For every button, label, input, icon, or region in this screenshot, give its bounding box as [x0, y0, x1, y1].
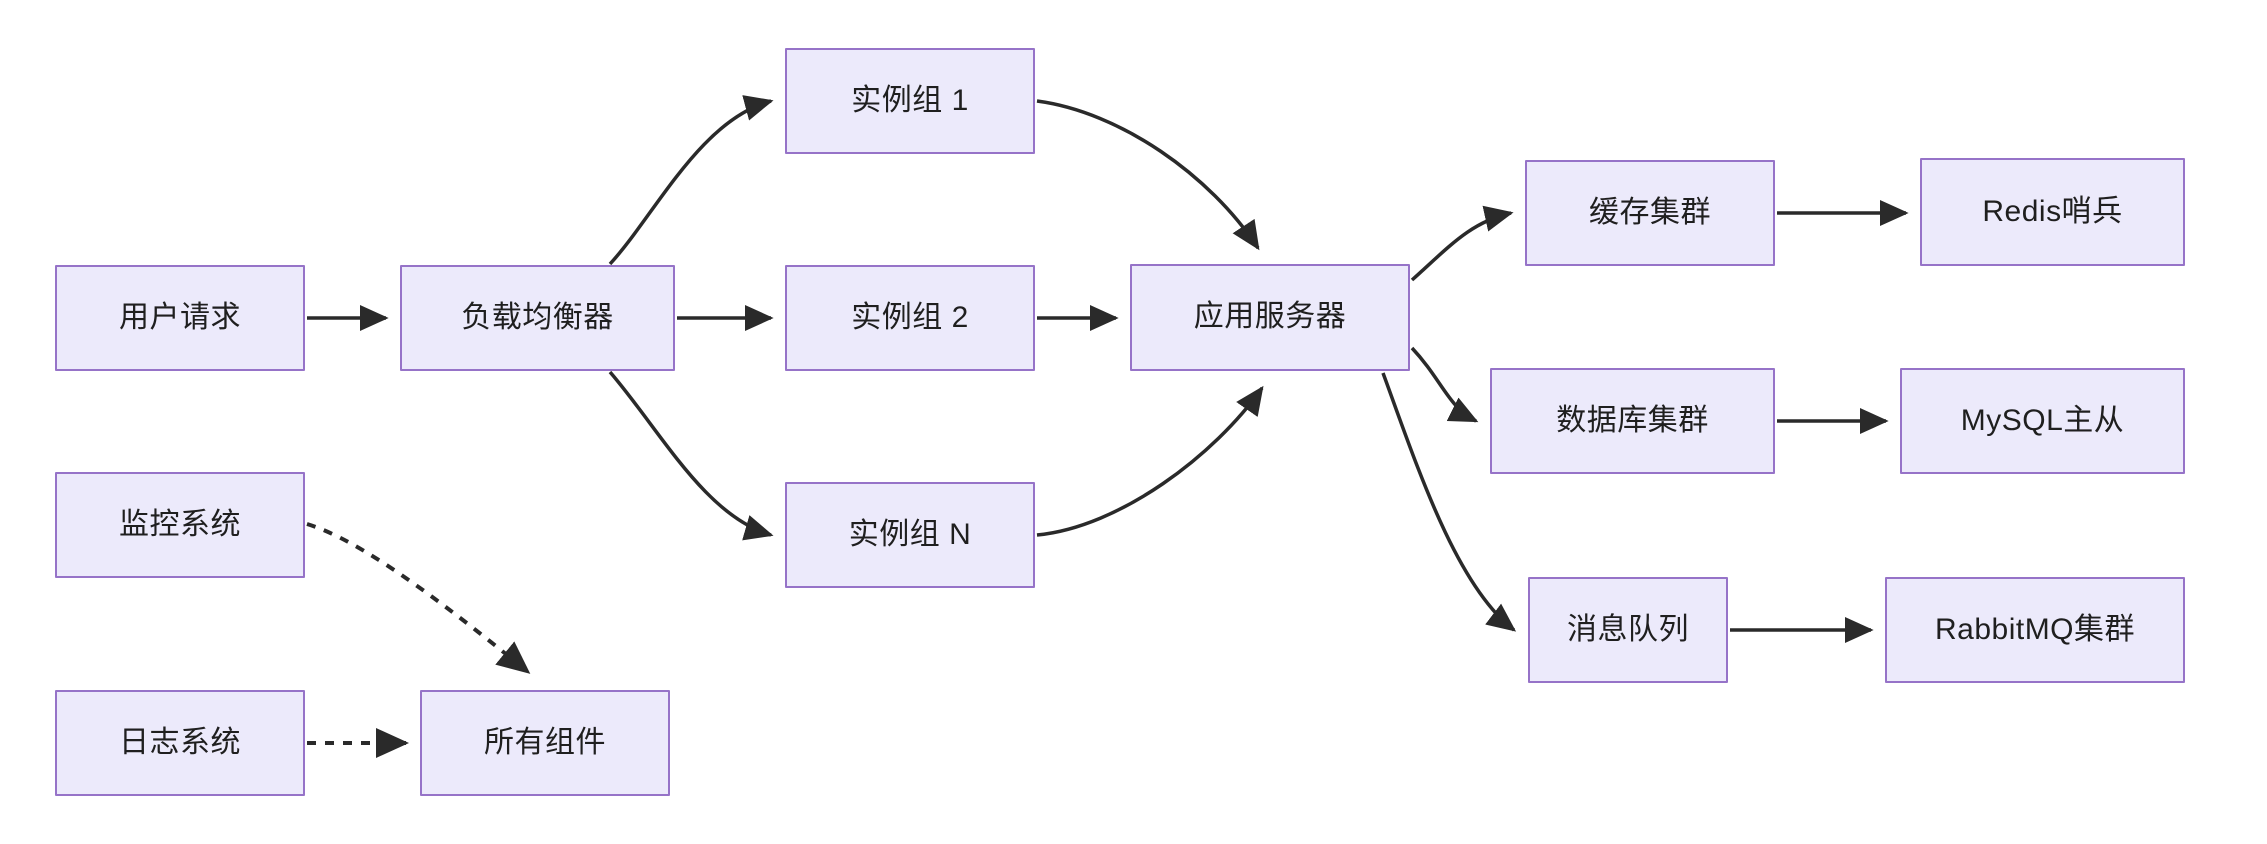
node-label-cache-cluster: 缓存集群: [1589, 195, 1711, 229]
node-cache-cluster[interactable]: 缓存集群: [1525, 160, 1775, 266]
node-redis-sentinel[interactable]: Redis哨兵: [1920, 158, 2185, 266]
node-label-instance-2: 实例组 2: [851, 300, 969, 334]
node-label-db-cluster: 数据库集群: [1556, 403, 1709, 437]
node-label-mysql-ms: MySQL主从: [1960, 403, 2125, 437]
node-load-balancer[interactable]: 负载均衡器: [400, 265, 675, 371]
node-all-components[interactable]: 所有组件: [420, 690, 670, 796]
node-label-app-server: 应用服务器: [1193, 300, 1347, 334]
node-logging[interactable]: 日志系统: [55, 690, 305, 796]
node-monitoring[interactable]: 监控系统: [55, 472, 305, 578]
node-label-redis-sentinel: Redis哨兵: [1982, 194, 2123, 228]
node-rabbitmq[interactable]: RabbitMQ集群: [1885, 577, 2185, 683]
node-user-request[interactable]: 用户请求: [55, 265, 305, 371]
node-db-cluster[interactable]: 数据库集群: [1490, 368, 1775, 474]
node-label-logging: 日志系统: [119, 725, 241, 759]
edge-load-balancer-to-instance-n: [608, 370, 774, 541]
edge-load-balancer-to-instance-1: [608, 95, 774, 266]
node-label-user-request: 用户请求: [119, 300, 241, 334]
node-mysql-ms[interactable]: MySQL主从: [1900, 368, 2185, 474]
node-label-load-balancer: 负载均衡器: [461, 300, 614, 334]
node-label-monitoring: 监控系统: [119, 507, 241, 541]
node-label-instance-n: 实例组 N: [848, 517, 972, 551]
edge-app-server-to-db-cluster: [1410, 346, 1479, 423]
edge-instance-1-to-app-server: [1036, 99, 1260, 251]
node-instance-1[interactable]: 实例组 1: [785, 48, 1035, 154]
node-instance-n[interactable]: 实例组 N: [785, 482, 1035, 588]
edge-instance-n-to-app-server: [1036, 385, 1264, 537]
node-label-all-components: 所有组件: [484, 725, 606, 759]
node-label-instance-1: 实例组 1: [851, 83, 969, 117]
node-instance-2[interactable]: 实例组 2: [785, 265, 1035, 371]
node-label-rabbitmq: RabbitMQ集群: [1934, 612, 2136, 646]
edge-app-server-to-cache-cluster: [1410, 205, 1514, 282]
node-label-message-queue: 消息队列: [1567, 612, 1689, 646]
node-app-server[interactable]: 应用服务器: [1130, 264, 1410, 371]
node-message-queue[interactable]: 消息队列: [1528, 577, 1728, 683]
edge-monitoring-to-all-components: [306, 522, 531, 674]
